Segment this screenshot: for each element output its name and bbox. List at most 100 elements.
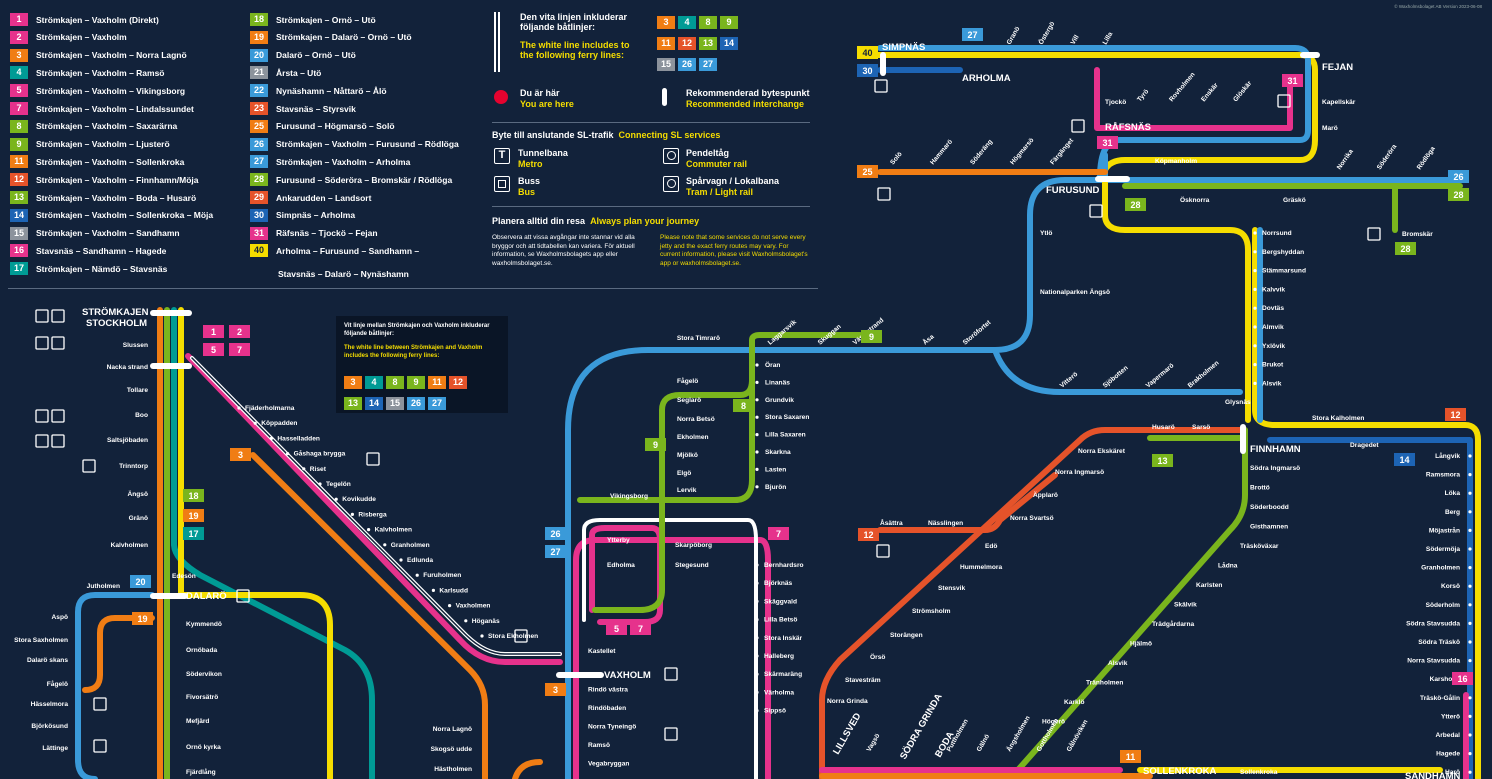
station-label[interactable]: Kastellet — [588, 648, 616, 655]
station-label[interactable]: Öran — [765, 360, 780, 369]
station-label[interactable]: Ängsholmen — [1005, 714, 1032, 753]
station-label[interactable]: Köppadden — [261, 420, 297, 427]
station-label[interactable]: Stegesund — [675, 562, 709, 569]
station-label[interactable]: Nacka strand — [107, 364, 148, 371]
hub-fejan[interactable]: FEJAN — [1322, 62, 1353, 73]
station-label[interactable]: Norra Lagnö — [433, 726, 472, 733]
station-label[interactable]: Gisthamnen — [1250, 524, 1288, 531]
station-label[interactable]: Dalarö skans — [27, 657, 68, 664]
station-label[interactable]: Södra Träskö — [1418, 639, 1460, 646]
station-label[interactable]: Alsvik — [1262, 380, 1282, 387]
station-label[interactable]: Träskö-Gålin — [1420, 694, 1460, 702]
station-label[interactable]: Lådna — [1218, 562, 1238, 570]
station-label[interactable]: Skärmaräng — [764, 671, 802, 678]
station-label[interactable]: Stora Saxaren — [765, 414, 809, 421]
station-label[interactable]: Mjölkö — [677, 452, 698, 459]
station-label[interactable]: Bjurön — [765, 484, 786, 491]
station-label[interactable]: Kymmendö — [186, 621, 222, 628]
station-label[interactable]: Ängsö — [127, 490, 148, 498]
station-label[interactable]: Tyrö — [1136, 88, 1150, 103]
station-label[interactable]: Lilla Betsö — [764, 617, 797, 624]
station-label[interactable]: Rindö västra — [588, 687, 628, 694]
station-label[interactable]: Mefjärd — [186, 718, 209, 725]
station-label[interactable]: Södermöja — [1426, 546, 1460, 553]
station-label[interactable]: Ekholmen — [677, 434, 709, 441]
station-label[interactable]: Jutholmen — [87, 583, 120, 590]
station-label[interactable]: Glysnäs — [1225, 399, 1251, 406]
hub-sandhamn[interactable]: SANDHAMN — [1405, 771, 1461, 779]
station-label[interactable]: Norra Tyneingö — [588, 724, 636, 731]
station-label[interactable]: Gälnö — [976, 733, 991, 753]
station-label[interactable]: Fjärdlång — [186, 768, 216, 776]
station-label[interactable]: Stora Timrarö — [677, 335, 720, 342]
station-label[interactable]: Ornöbada — [186, 647, 217, 654]
station-label[interactable]: Lasten — [765, 466, 786, 473]
station-label[interactable]: Norrsund — [1262, 230, 1292, 237]
station-label[interactable]: Dovtäs — [1262, 305, 1284, 312]
station-label[interactable]: Vegabryggan — [588, 761, 629, 768]
station-label[interactable]: Harö — [1445, 769, 1460, 776]
station-label[interactable]: Hasselladden — [277, 435, 320, 442]
station-label[interactable]: Kalvholmen — [375, 527, 412, 534]
station-label[interactable]: Tollare — [127, 387, 148, 394]
station-label[interactable]: Furuholmen — [423, 572, 461, 579]
station-label[interactable]: Sarsö — [1192, 424, 1210, 431]
station-label[interactable]: Aspö — [52, 614, 68, 621]
hub-stromkajen[interactable]: STRÖMKAJEN — [82, 307, 149, 318]
station-label[interactable]: Seglarö — [677, 397, 701, 404]
station-label[interactable]: Sollenkroka — [1240, 769, 1278, 776]
station-label[interactable]: Halleberg — [764, 653, 794, 660]
station-label[interactable]: Yxlövik — [1262, 343, 1285, 350]
station-label[interactable]: Norrika — [1336, 148, 1355, 171]
station-label[interactable]: Färgänget — [1049, 137, 1075, 167]
station-label[interactable]: Nässlingen — [928, 520, 963, 527]
station-label[interactable]: Höganäs — [472, 618, 500, 625]
station-label[interactable]: Stora Saxholmen — [14, 637, 68, 644]
station-label[interactable]: Riset — [310, 466, 327, 473]
station-label[interactable]: Strömsholm — [912, 608, 951, 615]
station-label[interactable]: Örsö — [870, 652, 885, 661]
station-label[interactable]: Stora Kalholmen — [1312, 415, 1364, 422]
station-label[interactable]: Granö — [1006, 26, 1022, 46]
station-label[interactable]: Högerö — [1042, 719, 1065, 726]
station-label[interactable]: Storöfortet — [962, 319, 993, 347]
hub-dalaro[interactable]: DALARÖ — [186, 591, 227, 602]
station-label[interactable]: Boo — [135, 412, 148, 419]
station-label[interactable]: Karsholm — [1430, 676, 1461, 683]
station-label[interactable]: Hässelmora — [31, 701, 69, 708]
station-label[interactable]: Ytterö — [1441, 713, 1460, 720]
station-label[interactable]: Solö — [889, 151, 904, 166]
station-label[interactable]: Fivorsätrö — [186, 694, 218, 701]
station-label[interactable]: Bernhardsro — [764, 562, 804, 569]
station-label[interactable]: Norra Ekskäret — [1078, 448, 1126, 455]
station-label[interactable]: Tjockö — [1105, 99, 1126, 106]
station-label[interactable]: Korsö — [1441, 583, 1460, 590]
station-label[interactable]: Fågelö — [677, 377, 698, 385]
hub-vaxholm[interactable]: VAXHOLM — [604, 670, 651, 681]
station-label[interactable]: Kovikudde — [342, 496, 376, 503]
station-label[interactable]: Norra Betsö — [677, 416, 715, 423]
station-label[interactable]: Åsättra — [880, 518, 903, 527]
station-label[interactable]: Norra Ingmarsö — [1055, 469, 1104, 476]
station-label[interactable]: Gålnöviken — [1065, 718, 1090, 753]
station-label[interactable]: Linanäs — [765, 379, 790, 386]
station-label[interactable]: Vikingsborg — [610, 493, 648, 500]
station-label[interactable]: Löka — [1445, 490, 1461, 497]
station-label[interactable]: Ösknorra — [1180, 195, 1210, 204]
station-label[interactable]: Kapellskär — [1322, 99, 1356, 106]
station-label[interactable]: Hästholmen — [434, 766, 472, 773]
station-label[interactable]: Ramsö — [588, 742, 610, 749]
station-label[interactable]: Trädgårdarna — [1152, 620, 1194, 628]
